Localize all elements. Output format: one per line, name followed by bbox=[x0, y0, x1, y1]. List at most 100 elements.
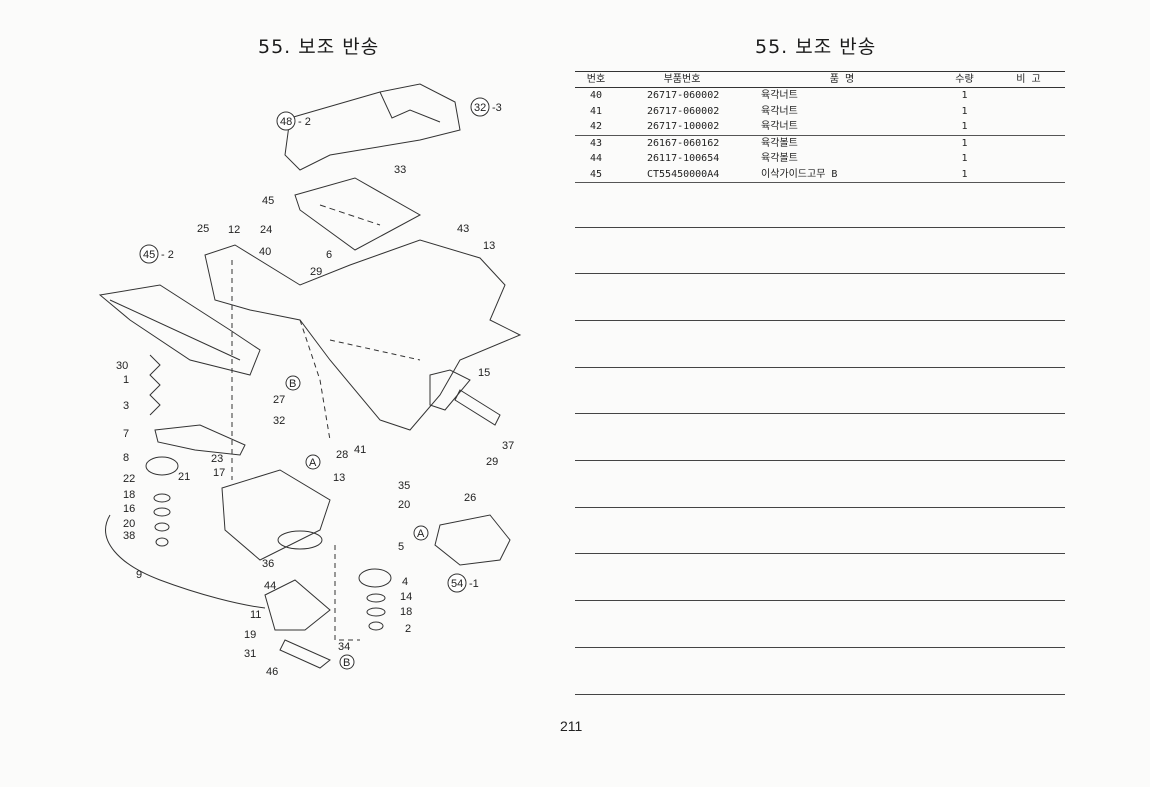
callout-35: 35 bbox=[398, 480, 410, 492]
lower-bracket-shape bbox=[221, 469, 331, 561]
callout-23: 23 bbox=[211, 453, 223, 465]
row-no: 43 bbox=[589, 137, 603, 149]
table-row: 45 CT55450000A4 이삭가이드고무 B 1 bbox=[575, 167, 1065, 183]
row-qty: 1 bbox=[961, 153, 968, 164]
parts-table: 번호 부품번호 품 명 수량 비 고 40 26717-060002 육각너트 … bbox=[575, 71, 1065, 183]
callout-41: 41 bbox=[354, 444, 366, 456]
row-no: 42 bbox=[589, 121, 603, 132]
bottom-plate-shape bbox=[264, 579, 331, 631]
callout-3: 3 bbox=[123, 400, 129, 412]
row-part-number: 26117-100654 bbox=[647, 153, 720, 164]
callout-29-lower: 29 bbox=[486, 456, 498, 468]
circled-callout-54 bbox=[447, 573, 467, 593]
table-row: 42 26717-100002 육각너트 1 bbox=[575, 119, 1065, 136]
marker-b-upper-label: B bbox=[289, 378, 296, 390]
page-title-left: 55. 보조 반송 bbox=[258, 36, 380, 58]
row-part-number: CT55450000A4 bbox=[647, 168, 720, 180]
marker-a-upper-label: A bbox=[309, 457, 317, 469]
row-name: 육각너트 bbox=[761, 105, 798, 117]
row-remarks bbox=[992, 104, 1065, 120]
callout-9: 9 bbox=[136, 569, 142, 581]
callout-17: 17 bbox=[213, 467, 225, 479]
table-divider bbox=[575, 694, 1065, 695]
row-no: 45 bbox=[589, 168, 603, 180]
callout-6: 6 bbox=[326, 249, 332, 261]
callout-24: 24 bbox=[260, 224, 272, 236]
circled-num-48: 48 bbox=[280, 116, 292, 128]
callout-29-upper: 29 bbox=[310, 266, 322, 278]
callout-4: 4 bbox=[402, 576, 408, 588]
circled-num-45: 45 bbox=[143, 249, 155, 261]
row-qty: 1 bbox=[961, 105, 968, 117]
marker-a-lower bbox=[413, 525, 429, 541]
callout-40: 40 bbox=[259, 246, 271, 258]
callout-30: 30 bbox=[116, 360, 128, 372]
row-no: 44 bbox=[589, 153, 603, 164]
callout-11: 11 bbox=[250, 609, 261, 621]
row-qty: 1 bbox=[961, 90, 968, 101]
row-remarks bbox=[992, 167, 1065, 183]
table-divider bbox=[575, 367, 1065, 368]
callout-19: 19 bbox=[244, 629, 256, 641]
callout-20-left: 20 bbox=[123, 518, 135, 530]
table-divider bbox=[575, 413, 1065, 414]
row-remarks bbox=[992, 88, 1065, 104]
circled-callout-48 bbox=[276, 111, 296, 131]
callout-5: 5 bbox=[398, 541, 404, 553]
row-name: 육각볼트 bbox=[761, 137, 798, 149]
row-remarks bbox=[992, 151, 1065, 167]
callout-22: 22 bbox=[123, 473, 135, 485]
callout-8: 8 bbox=[123, 452, 129, 464]
callout-1: 1 bbox=[123, 374, 129, 386]
circled-suffix-32: -3 bbox=[492, 102, 502, 114]
table-divider bbox=[575, 647, 1065, 648]
circled-num-32: 32 bbox=[474, 102, 486, 114]
marker-a-lower-label: A bbox=[417, 528, 425, 540]
header-part-number: 부품번호 bbox=[663, 74, 701, 85]
callout-13-upper: 13 bbox=[483, 240, 495, 252]
upper-cover-shape bbox=[284, 83, 461, 171]
table-divider bbox=[575, 460, 1065, 461]
callout-18-left: 18 bbox=[123, 489, 135, 501]
page-title-right: 55. 보조 반송 bbox=[755, 36, 877, 58]
callout-43: 43 bbox=[457, 223, 469, 235]
callout-20-right: 20 bbox=[398, 499, 410, 511]
row-name: 이삭가이드고무 B bbox=[761, 168, 838, 180]
callout-37: 37 bbox=[502, 440, 514, 452]
guide-plate-shape bbox=[294, 177, 422, 251]
table-divider bbox=[575, 507, 1065, 508]
callout-34: 34 bbox=[338, 641, 350, 653]
table-divider bbox=[575, 227, 1065, 228]
rail-shape bbox=[98, 284, 261, 376]
callout-15: 15 bbox=[478, 367, 490, 379]
callout-25: 25 bbox=[197, 223, 209, 235]
marker-b-upper bbox=[285, 375, 301, 391]
parts-exploded-diagram: 48 - 2 32 -3 45 - 2 54 -1 B A A B 1 2 3 … bbox=[98, 83, 522, 678]
callout-27: 27 bbox=[273, 394, 285, 406]
marker-b-lower-label: B bbox=[343, 657, 350, 669]
callout-16: 16 bbox=[123, 503, 135, 515]
row-part-number: 26717-060002 bbox=[647, 90, 720, 101]
header-no: 번호 bbox=[586, 74, 606, 85]
callout-26: 26 bbox=[464, 492, 476, 504]
row-qty: 1 bbox=[961, 137, 968, 149]
header-qty: 수량 bbox=[955, 74, 974, 85]
row-qty: 1 bbox=[961, 168, 968, 180]
row-name: 육각너트 bbox=[761, 121, 798, 132]
wire-shape bbox=[105, 514, 266, 609]
table-row: 41 26717-060002 육각너트 1 bbox=[575, 104, 1065, 120]
circled-callout-32 bbox=[470, 97, 490, 117]
row-remarks bbox=[992, 136, 1065, 152]
circled-callout-45 bbox=[139, 244, 159, 264]
callout-33: 33 bbox=[394, 164, 406, 176]
callout-2: 2 bbox=[405, 623, 411, 635]
callout-38: 38 bbox=[123, 530, 135, 542]
page-number: 211 bbox=[560, 718, 583, 734]
parts-table-header: 번호 부품번호 품 명 수량 비 고 bbox=[575, 71, 1065, 88]
circled-suffix-54: -1 bbox=[469, 578, 479, 590]
side-cover-shape bbox=[434, 514, 511, 566]
table-divider bbox=[575, 320, 1065, 321]
callout-44: 44 bbox=[264, 580, 276, 592]
callout-36: 36 bbox=[262, 558, 274, 570]
table-row: 43 26167-060162 육각볼트 1 bbox=[575, 136, 1065, 152]
